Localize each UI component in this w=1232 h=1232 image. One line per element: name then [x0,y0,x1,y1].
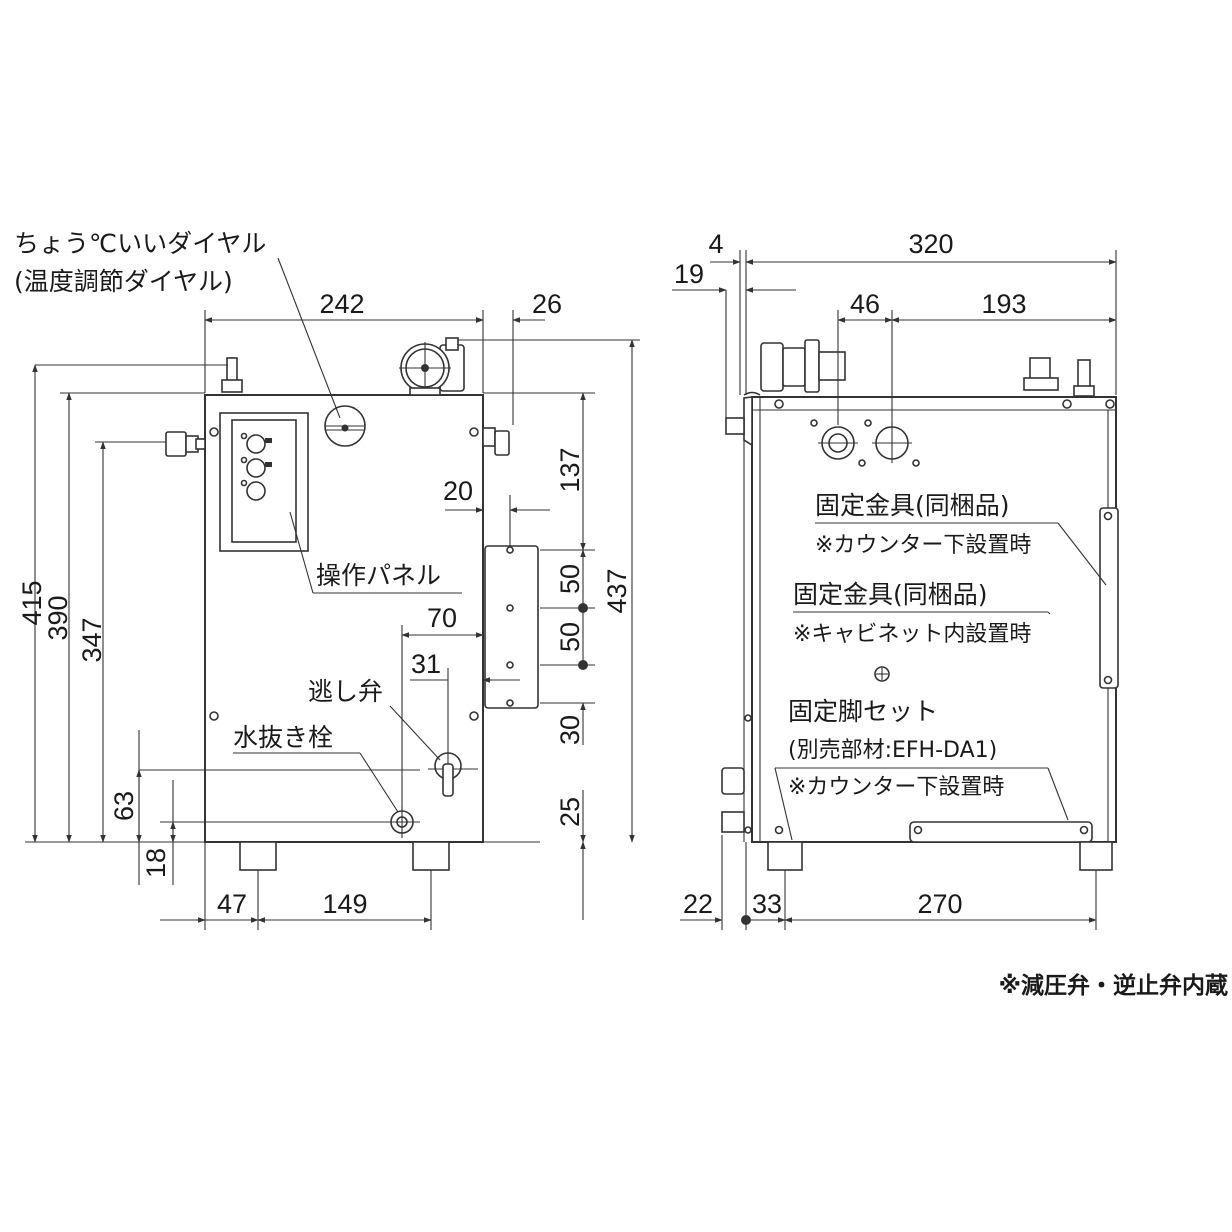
control-panel [219,412,309,552]
dim-25: 25 [555,797,585,827]
front-dims-left [25,364,420,885]
front-dim-texts-left: 415 390 347 63 18 [17,580,171,878]
temperature-dial-icon [324,405,366,447]
side-leaders [774,522,1107,841]
front-dim-texts-right: 137 50 50 30 25 437 [555,447,632,827]
side-left-fitting [721,417,752,834]
top-pipe-icon [221,357,243,393]
front-dims-right [458,339,640,920]
dim-320: 320 [908,229,953,259]
side-dims-bottom [680,835,1097,930]
dim-242: 242 [319,289,364,319]
dim-137: 137 [555,447,585,492]
bracket2-title: 固定金具(同梱品) [793,580,988,609]
dim-18: 18 [141,848,171,878]
dim-70: 70 [427,603,457,633]
drain-plug-icon [386,806,420,838]
side-view: 4 320 19 46 193 22 33 270 固定金具(同梱品) ※カウン… [672,229,1119,930]
bracket1-title: 固定金具(同梱品) [815,491,1010,520]
dim-4: 4 [708,229,723,259]
dim-20: 20 [443,476,473,506]
dial-label-line2: (温度調節ダイヤル) [14,267,233,296]
bracket2-note: ※キャビネット内設置時 [793,622,1031,647]
dim-22: 22 [683,889,713,919]
drain-plug-label: 水抜き栓 [233,723,333,752]
footnote: ※減圧弁・逆止弁内蔵 [999,972,1228,999]
dim-390: 390 [43,595,73,640]
feet-front [239,841,450,871]
inlet-fitting-icon [165,431,206,457]
center-screw-icon [874,666,890,682]
panel-label: 操作パネル [316,561,441,590]
feet-side [767,841,1113,871]
legset-part: (別売部材:EFH-DA1) [788,738,997,763]
front-dims-bottom [160,842,432,930]
dim-193: 193 [981,289,1026,319]
side-dims-top [672,250,1117,425]
relief-valve-icon [428,740,478,797]
front-dims-inner [401,495,550,810]
side-bracket-vertical [1099,507,1119,689]
dim-30: 30 [555,715,585,745]
dim-19: 19 [674,259,704,289]
dim-63: 63 [109,791,139,821]
dial-label-line1: ちょう℃いいダイヤル [14,229,266,258]
dim-47: 47 [217,889,247,919]
dim-270: 270 [917,889,962,919]
dim-347: 347 [77,617,107,662]
front-view: 415 390 347 63 18 242 26 [14,229,640,930]
legset-note: ※カウンター下設置時 [788,775,1004,800]
side-ports [810,419,920,467]
dim-31: 31 [411,649,441,679]
side-bracket-front [484,545,539,709]
leg-set-bar [774,821,1093,843]
dim-415: 415 [17,580,47,625]
dim-437: 437 [602,568,632,613]
relief-valve-label: 逃し弁 [308,677,383,706]
screw-icons [209,427,479,721]
outlet-fitting-icon [482,427,510,456]
top-valve-icon [399,337,465,396]
dim-50-upper: 50 [555,564,585,594]
dim-33: 33 [752,889,782,919]
dim-26: 26 [532,289,562,319]
dim-149: 149 [322,889,367,919]
front-dims-top [204,310,545,425]
legset-title: 固定脚セット [788,697,938,726]
front-leaders [233,257,462,813]
side-top-hardware [760,339,1115,409]
dim-46: 46 [850,289,880,319]
dim-50-lower: 50 [555,622,585,652]
bracket1-note: ※カウンター下設置時 [815,533,1031,558]
